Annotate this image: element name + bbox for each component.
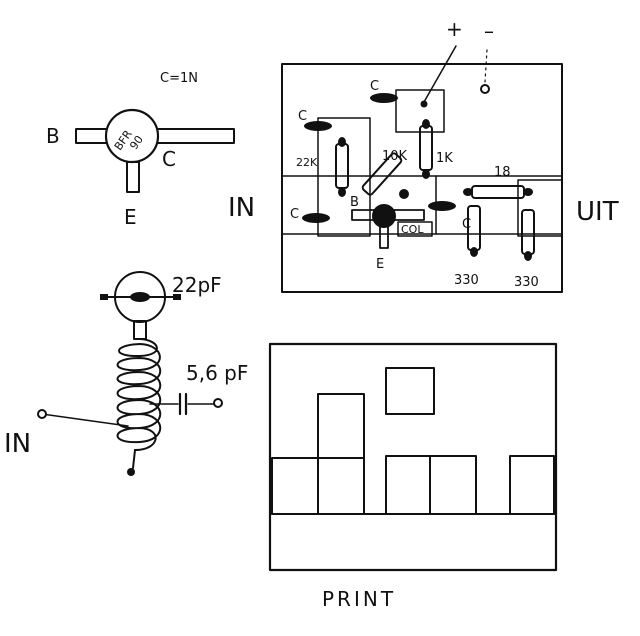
board-transistor-base-lead — [351, 209, 375, 221]
trimmer-value-label: 22pF — [172, 273, 222, 297]
capacitor-input — [302, 213, 330, 223]
supply-minus-label: – — [484, 19, 494, 43]
capacitor-supply — [370, 93, 398, 103]
pcb-pad-left-2 — [317, 457, 365, 515]
pcb-title: PRINT — [322, 587, 396, 611]
resistor-18 — [471, 185, 525, 199]
capacitor-supply-label: C — [370, 79, 379, 94]
coil-ground-terminal — [127, 468, 135, 476]
resistor-10k — [361, 152, 403, 196]
resistor-330-emitter-label: 330 — [454, 273, 479, 288]
capacitor-bias-label: C — [298, 109, 307, 124]
transistor-pinout: C=1N BFR 90 B C E — [46, 71, 235, 229]
resistor-22k-label: 22K — [296, 156, 318, 169]
input-tap-wire — [41, 413, 129, 427]
board-base-label: B — [350, 195, 359, 210]
collector-lead — [151, 128, 235, 144]
board-transistor — [372, 204, 396, 228]
board-emitter-label: E — [376, 257, 384, 272]
pcb-outline — [268, 342, 558, 572]
resistor-10k-label: 10K — [382, 149, 408, 164]
board-transistor-emitter-lead — [379, 225, 389, 249]
capacitor-value-note: C=1N — [160, 71, 198, 86]
coupling-cap-terminal — [213, 398, 223, 408]
coil-assembly: 22pF IN 5,6 pF — [4, 271, 248, 476]
resistor-18-label: 18 — [494, 165, 511, 180]
supply-plus-terminal — [420, 100, 428, 108]
pcb-pad-tall — [317, 393, 365, 459]
resistor-330-output — [521, 209, 535, 255]
supply-plus-label: + — [446, 17, 463, 41]
input-terminal — [37, 409, 47, 419]
trimmer-stem — [133, 320, 147, 340]
coil-winding — [116, 338, 162, 451]
pin-label-emitter: E — [124, 205, 137, 229]
collector-tag — [397, 221, 433, 237]
capacitor-emitter-label: C — [462, 217, 471, 232]
board-transistor-collector-lead — [393, 209, 425, 221]
pcb-pad-middle-2 — [429, 455, 477, 515]
pin-label-collector: C — [162, 147, 176, 171]
supply-pad — [395, 89, 445, 133]
board-outline — [281, 63, 563, 293]
board-output-label: UIT — [576, 197, 619, 227]
resistor-330-output-label: 330 — [514, 275, 539, 290]
pcb-print-layout: PRINT — [268, 342, 558, 611]
coil-input-label: IN — [4, 429, 31, 459]
output-pad — [517, 179, 563, 237]
resistor-1k-label: 1K — [436, 151, 453, 166]
pin-label-base: B — [46, 124, 60, 148]
pcb-pad-right — [509, 455, 555, 515]
amplifier-layout: + – C C C C 22K 1K 10K 18 3 — [228, 17, 619, 293]
capacitor-emitter — [428, 201, 456, 211]
pcb-pad-middle-1 — [385, 455, 431, 515]
capacitor-bias — [304, 121, 332, 131]
emitter-lead — [126, 161, 140, 193]
transistor-body — [104, 108, 160, 164]
supply-minus-terminal — [480, 84, 490, 94]
board-input-label: IN — [228, 193, 255, 223]
coupling-cap-label: 5,6 pF — [186, 361, 248, 385]
supply-plus-wire — [423, 45, 457, 103]
collector-tag-label: COL — [401, 223, 424, 236]
capacitor-input-label: C — [290, 207, 299, 222]
resistor-22k — [335, 143, 349, 189]
pcb-pad-left — [271, 457, 319, 515]
pcb-pad-top — [385, 367, 435, 415]
